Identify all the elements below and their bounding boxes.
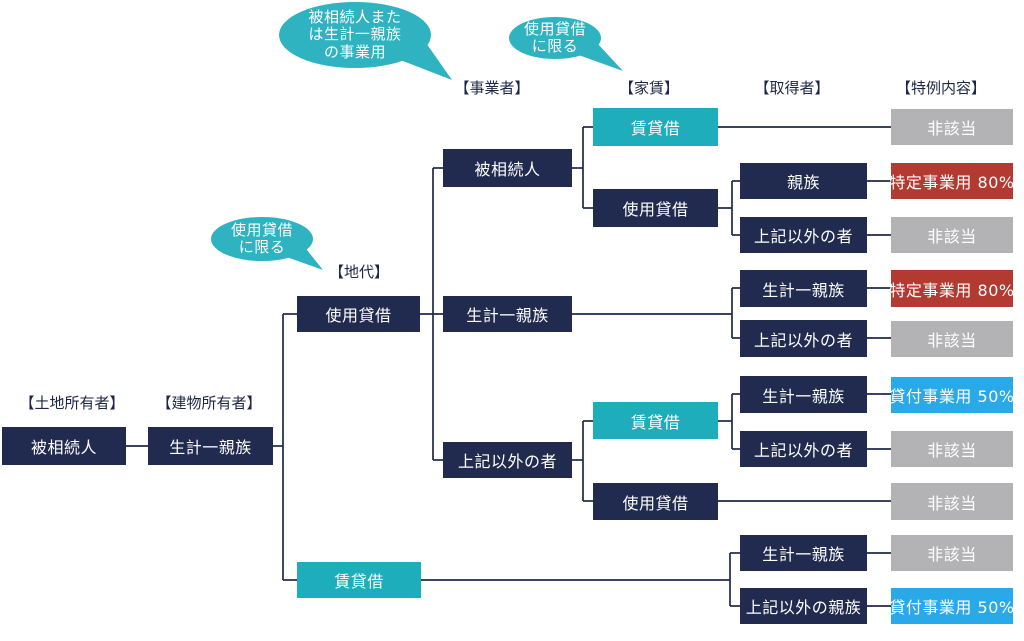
bubble-text-line: に限る <box>238 238 286 256</box>
node-family-building-owner: 生計一親族 <box>148 427 273 465</box>
bubble-loan-only-ground-shape <box>211 217 313 261</box>
bubble-text-line: の事業用 <box>323 42 386 61</box>
node-rent-loan-2: 使用貸借 <box>593 483 718 520</box>
node-result-rental-50-2: 貸付事業用 50% <box>889 588 1014 624</box>
column-header-land-owner: 【土地所有者】 <box>19 394 125 412</box>
bubble-text-line: は生計一親族 <box>308 25 402 44</box>
node-acquirer-family-3: 生計一親族 <box>740 535 867 571</box>
node-result-na-4: 非該当 <box>891 431 1013 467</box>
node-acquirer-family-2: 生計一親族 <box>740 376 867 413</box>
node-result-specified-80-1: 特定事業用 80% <box>889 163 1014 199</box>
node-operator-decedent: 被相続人 <box>443 149 572 187</box>
bubble-loan-only-rent: 使用貸借に限る <box>509 17 601 59</box>
bubble-loan-only-ground: 使用貸借に限る <box>211 217 313 261</box>
node-operator-other: 上記以外の者 <box>443 442 572 478</box>
node-rent-lease-2: 賃貸借 <box>593 402 718 439</box>
node-acquirer-other-1: 上記以外の者 <box>740 217 867 253</box>
column-header-ground-rent: 【地代】 <box>328 263 390 281</box>
node-acquirer-relative: 親族 <box>740 163 867 199</box>
node-result-specified-80-2: 特定事業用 80% <box>889 270 1014 307</box>
bubble-text-line: に限る <box>531 37 579 55</box>
node-acquirer-family-1: 生計一親族 <box>740 270 867 307</box>
node-operator-family: 生計一親族 <box>443 296 572 332</box>
node-acquirer-other-3: 上記以外の者 <box>740 431 867 467</box>
column-header-building-owner: 【建物所有者】 <box>156 394 262 412</box>
node-result-na-2: 非該当 <box>891 217 1013 253</box>
node-result-na-6: 非該当 <box>891 535 1013 571</box>
node-rent-loan-1: 使用貸借 <box>593 189 718 227</box>
node-result-na-3: 非該当 <box>891 321 1013 357</box>
bubble-business-use-shape <box>279 2 431 68</box>
node-acquirer-other-2: 上記以外の者 <box>740 320 867 357</box>
column-header-acquirer: 【取得者】 <box>754 79 830 97</box>
bubble-text-line: 使用貸借 <box>523 19 586 38</box>
node-rent-lease-1: 賃貸借 <box>593 108 718 146</box>
column-header-provision-detail: 【特例内容】 <box>895 79 987 97</box>
node-ground-lease: 賃貸借 <box>297 562 421 598</box>
node-result-na-1: 非該当 <box>891 109 1013 145</box>
bubble-loan-only-rent-shape <box>509 17 601 59</box>
bubble-text-line: 被相続人また <box>308 8 402 27</box>
bubble-business-use: 被相続人または生計一親族の事業用 <box>279 2 431 68</box>
bubble-text-line: 使用貸借 <box>230 220 293 239</box>
node-acquirer-other-relative: 上記以外の親族 <box>740 588 867 624</box>
node-decedent-landowner: 被相続人 <box>2 427 126 465</box>
node-ground-loan-for-use: 使用貸借 <box>297 296 420 332</box>
column-header-house-rent: 【家賃】 <box>618 79 680 97</box>
node-result-rental-50-1: 貸付事業用 50% <box>889 377 1014 413</box>
column-header-business-operator: 【事業者】 <box>454 79 530 97</box>
node-result-na-5: 非該当 <box>891 483 1013 520</box>
